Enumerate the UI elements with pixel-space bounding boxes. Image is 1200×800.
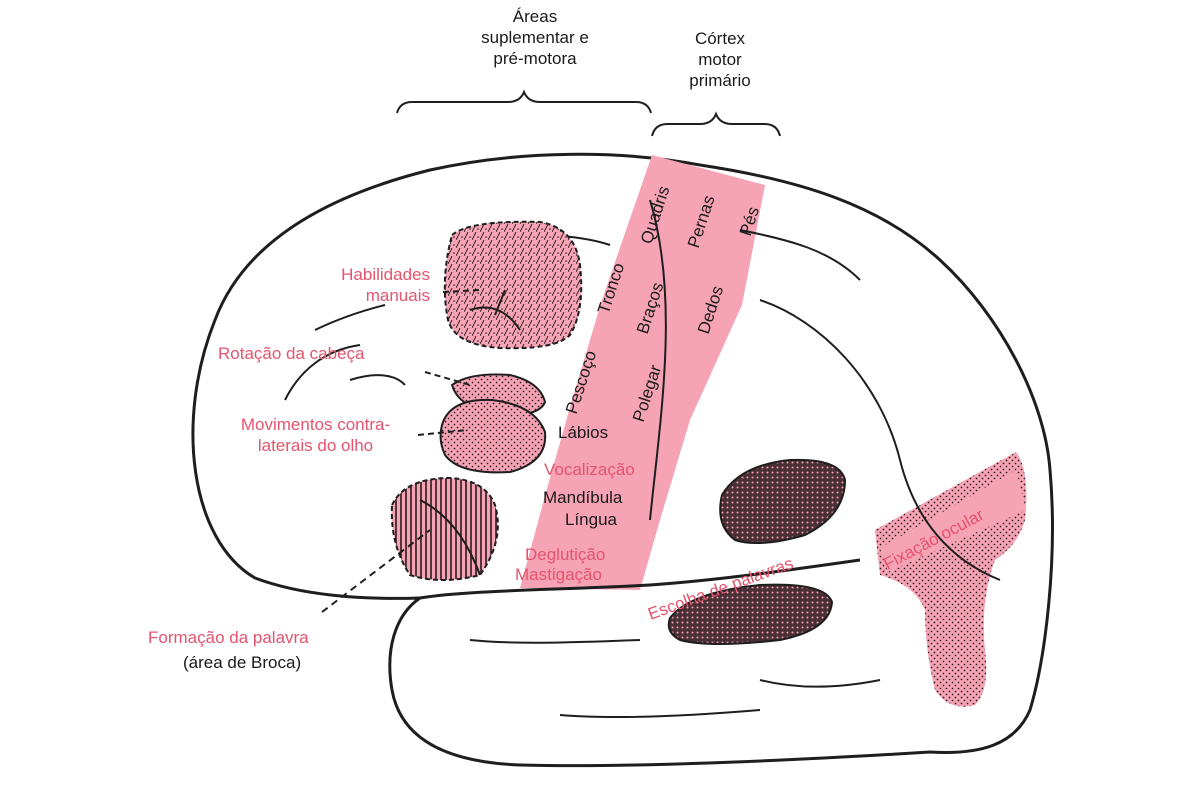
label-vocalization: Vocalização: [544, 460, 635, 479]
label-contralateral-eye: Movimentos contra- laterais do olho: [240, 415, 391, 455]
label-head-rotation: Rotação da cabeça: [218, 344, 365, 363]
label-manual-skills: Habilidades manuais: [341, 265, 430, 305]
contralateral-eye-region: [439, 398, 547, 474]
label-chewing: Mastigação: [515, 565, 602, 584]
label-swallowing: Deglutição: [525, 545, 606, 564]
manual-skills-region: [443, 220, 583, 350]
broca-area-region: [390, 476, 499, 581]
label-primary-motor-cortex: Córtex motor primário: [689, 29, 751, 90]
label-jaw: Mandíbula: [543, 488, 623, 507]
bracket-supplementary-premotor: [396, 89, 652, 114]
label-supplementary-premotor: Áreas suplementar e pré-motora: [481, 7, 589, 68]
word-choice-region-lower: [667, 583, 834, 645]
label-word-formation: Formação da palavra: [148, 628, 309, 647]
label-broca-area: (área de Broca): [183, 653, 302, 672]
lateral-fissure: [419, 558, 861, 600]
label-lips: Lábios: [558, 423, 609, 442]
word-choice-region-upper: [719, 458, 847, 544]
bracket-primary-motor: [651, 111, 781, 137]
label-tongue: Língua: [565, 510, 617, 529]
primary-motor-strip: [520, 155, 765, 590]
